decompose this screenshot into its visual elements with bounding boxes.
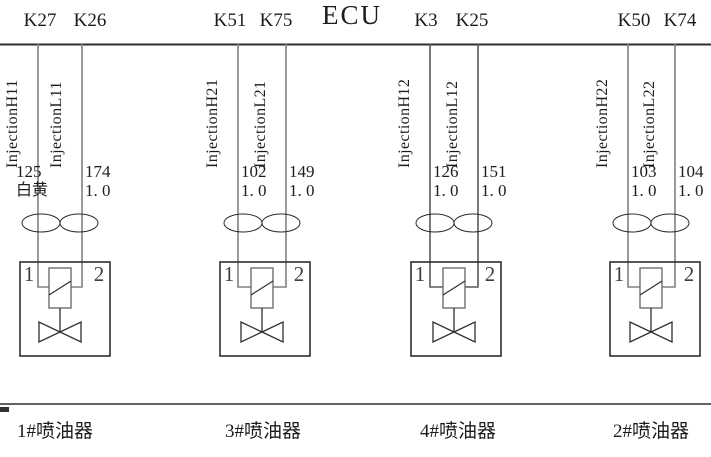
twisted-pair-icon (21, 213, 99, 233)
valve-icon (432, 320, 476, 344)
wire-number: 149 (289, 162, 315, 181)
wire-mark: 174 1. 0 (85, 162, 111, 200)
ecu-pin-k75: K75 (259, 10, 293, 31)
wire-number: 104 (678, 162, 704, 181)
wire-gauge: 1. 0 (481, 181, 507, 200)
ecu-pin-k3: K3 (414, 10, 438, 31)
ecu-pin-k26: K26 (73, 10, 107, 31)
ecu-pin-k25: K25 (455, 10, 489, 31)
connector-box (609, 261, 701, 357)
injector-label-4: 4#喷油器 (419, 421, 496, 442)
wire-mark: 151 1. 0 (481, 162, 507, 200)
signal-label: InjectionL12 (444, 80, 461, 168)
twisted-pair-icon (415, 213, 493, 233)
wire-line (465, 44, 479, 288)
valve-icon (38, 320, 82, 344)
injector-circuit-1 (19, 44, 111, 357)
ecu-pin-k27: K27 (23, 10, 57, 31)
wire-gauge: 1. 0 (241, 181, 267, 200)
wire-number: 174 (85, 162, 111, 181)
twisted-pair-icon (612, 213, 690, 233)
wire-mark: 102 1. 0 (241, 162, 267, 200)
injector-label-2: 2#喷油器 (612, 421, 689, 442)
injector-label-3: 3#喷油器 (224, 421, 301, 442)
terminal-number: 2 (484, 262, 496, 286)
connector-box (410, 261, 502, 357)
ecu-pin-k74: K74 (663, 10, 697, 31)
wire-mark: 126 1. 0 (433, 162, 459, 200)
terminal-number: 1 (223, 262, 235, 286)
wire-number: 103 (631, 162, 657, 181)
coil-symbol (639, 267, 663, 309)
injector-circuit-2 (219, 44, 311, 357)
injector-circuit-4 (609, 44, 701, 357)
wire-gauge: 1. 0 (631, 181, 657, 200)
wire-number: 151 (481, 162, 507, 181)
wire-line (273, 44, 287, 288)
wire-number: 126 (433, 162, 459, 181)
signal-label: InjectionH11 (4, 79, 21, 168)
terminal-number: 1 (414, 262, 426, 286)
coil-symbol (442, 267, 466, 309)
connector-box (219, 261, 311, 357)
signal-label: InjectionL21 (252, 80, 269, 168)
wire-line (627, 44, 640, 288)
coil-symbol (48, 267, 72, 309)
wire-mark: 103 1. 0 (631, 162, 657, 200)
wire-line (429, 44, 443, 288)
signal-label: InjectionL11 (48, 81, 65, 168)
wire-line (662, 44, 676, 288)
terminal-number: 1 (23, 262, 35, 286)
ecu-title: ECU (322, 0, 382, 30)
connector-box (19, 261, 111, 357)
wire-color-code: 白黄 (16, 182, 49, 199)
coil-symbol (250, 267, 274, 309)
terminal-number: 2 (683, 262, 695, 286)
wire-line (37, 44, 49, 288)
ecu-pin-k50: K50 (617, 10, 651, 31)
wire-number: 125 (16, 162, 42, 181)
wire-number: 102 (241, 162, 267, 181)
wire-mark: 125 白黄 (16, 162, 48, 200)
wire-gauge: 1. 0 (289, 181, 315, 200)
valve-icon (629, 320, 673, 344)
injector-label-1: 1#喷油器 (16, 421, 93, 442)
wire-gauge: 1. 0 (433, 181, 459, 200)
signal-label: InjectionH22 (594, 78, 611, 168)
wire-gauge: 1. 0 (85, 181, 111, 200)
wire-mark: 104 1. 0 (678, 162, 704, 200)
scan-artifact-mark (0, 407, 9, 412)
twisted-pair-icon (223, 213, 301, 233)
terminal-number: 1 (613, 262, 625, 286)
injector-circuit-3 (410, 44, 502, 357)
terminal-number: 2 (93, 262, 105, 286)
wire-gauge: 1. 0 (678, 181, 704, 200)
valve-icon (240, 320, 284, 344)
terminal-number: 2 (293, 262, 305, 286)
ecu-pin-k51: K51 (213, 10, 247, 31)
wire-mark: 149 1. 0 (289, 162, 315, 200)
signal-label: InjectionH21 (204, 78, 221, 168)
wire-line (71, 44, 83, 288)
signal-label: InjectionL22 (641, 80, 658, 168)
wire-line (237, 44, 251, 288)
signal-label: InjectionH12 (396, 78, 413, 168)
